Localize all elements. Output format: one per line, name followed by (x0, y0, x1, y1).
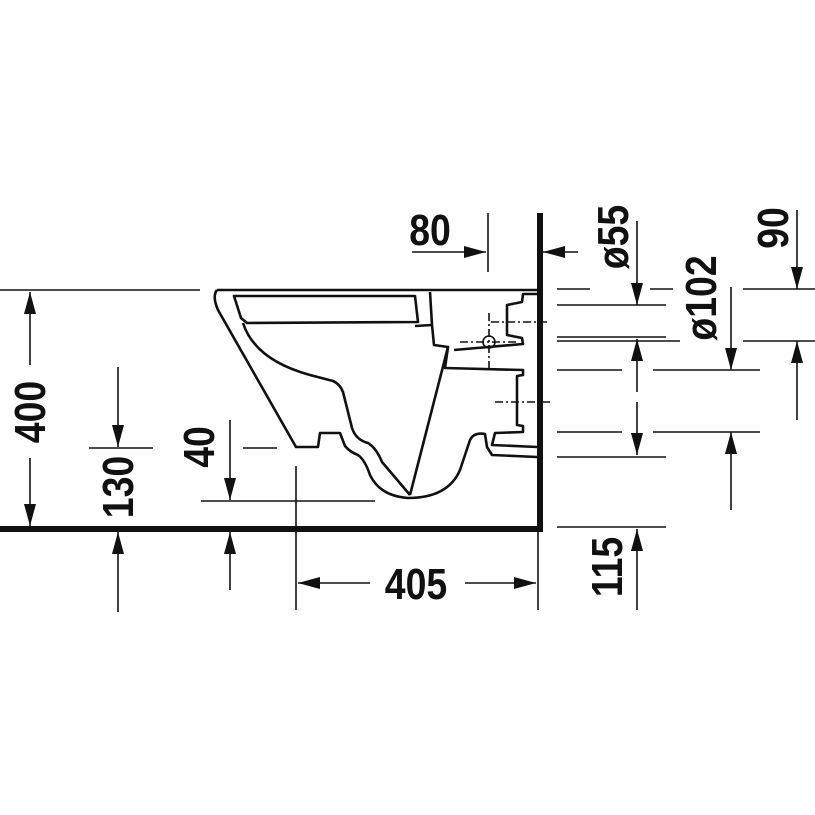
dim-label-55: ø55 (588, 205, 638, 269)
toilet-outline (213, 288, 550, 500)
extension-lines (557, 288, 815, 528)
dim-label-102: ø102 (676, 255, 726, 340)
dim-label-40: 40 (174, 426, 224, 468)
dim-label-130: 130 (93, 456, 143, 518)
dim-diameter-102: ø102 (676, 255, 737, 510)
dim-label-400: 400 (5, 381, 55, 443)
dim-40: 40 (174, 420, 375, 590)
dim-405: 405 (295, 466, 539, 610)
dim-diameter-55: ø55 (588, 205, 643, 455)
dim-130: 130 (89, 367, 153, 612)
dim-80: 80 (409, 205, 578, 272)
dim-label-405: 405 (385, 559, 447, 609)
dim-115: 115 (582, 529, 643, 610)
dim-90: 90 (748, 207, 803, 420)
dim-label-80: 80 (409, 205, 451, 255)
dim-label-115: 115 (582, 537, 632, 597)
dim-label-90: 90 (748, 207, 798, 249)
dim-400: 400 (0, 289, 200, 526)
